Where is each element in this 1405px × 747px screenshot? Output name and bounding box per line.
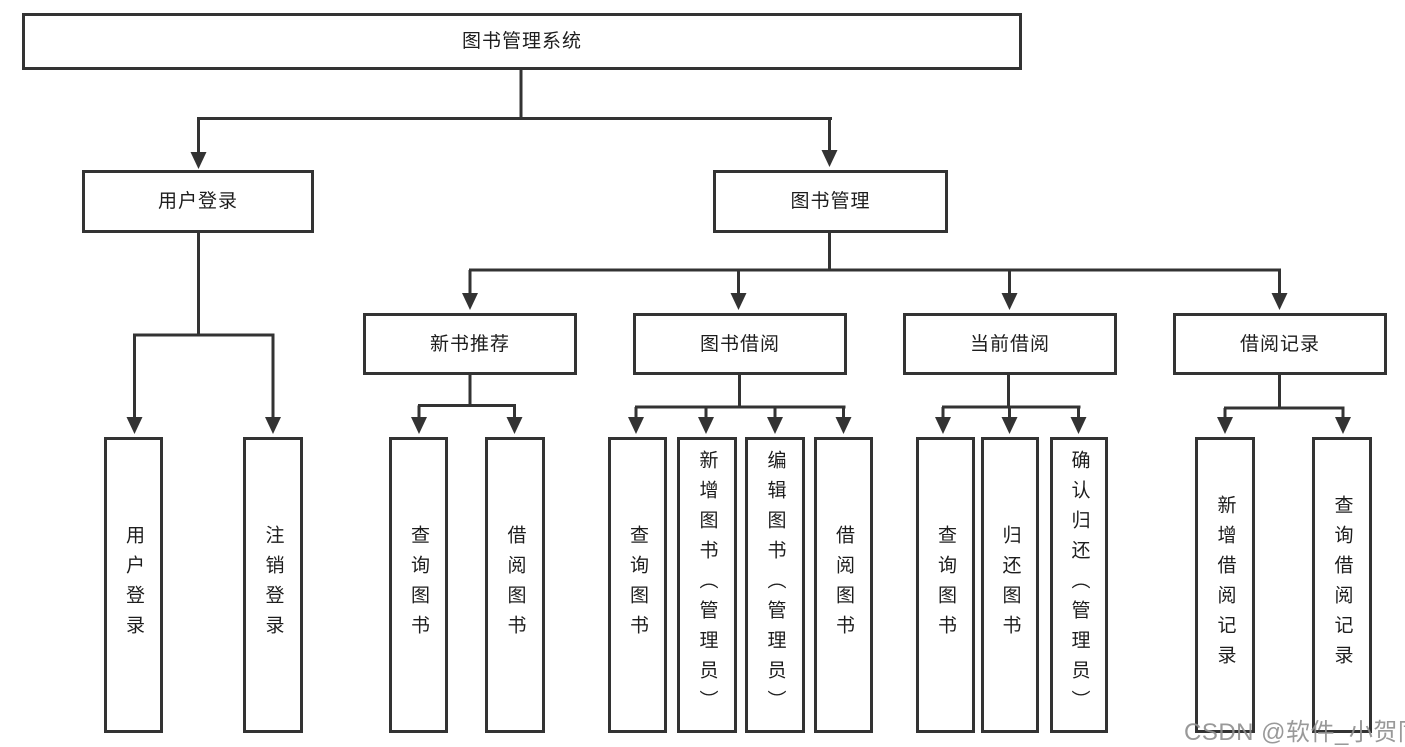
leaf-label: 查询图书 bbox=[627, 525, 648, 645]
leaf-add-borrow-record: 新增借阅记录 bbox=[1195, 437, 1255, 733]
node-book-management: 图书管理 bbox=[713, 170, 948, 233]
arrowhead-icons bbox=[126, 150, 1351, 434]
root-box-library-system: 图书管理系统 bbox=[22, 13, 1022, 70]
csdn-watermark: CSDN @软件_小贺同学 bbox=[1184, 719, 1405, 746]
leaf-label: 新增图书（管理员） bbox=[696, 450, 718, 720]
leaf-borrow-borrow-books: 借阅图书 bbox=[814, 437, 873, 733]
leaf-return-books: 归还图书 bbox=[981, 437, 1039, 733]
node-new-book-recommend: 新书推荐 bbox=[363, 313, 577, 375]
leaf-label: 归还图书 bbox=[999, 525, 1021, 645]
leaf-query-borrow-record: 查询借阅记录 bbox=[1312, 437, 1372, 733]
node-book-borrow: 图书借阅 bbox=[633, 313, 847, 375]
leaf-label: 用户登录 bbox=[123, 525, 144, 645]
leaf-newbook-query-books: 查询图书 bbox=[389, 437, 448, 733]
node-label: 用户登录 bbox=[157, 191, 238, 212]
leaf-edit-books-admin: 编辑图书（管理员） bbox=[745, 437, 805, 733]
leaf-label: 借阅图书 bbox=[833, 525, 854, 645]
node-user-login: 用户登录 bbox=[82, 170, 314, 233]
node-label: 图书借阅 bbox=[699, 333, 780, 355]
leaf-label: 新增借阅记录 bbox=[1214, 495, 1236, 675]
leaf-logout: 注销登录 bbox=[243, 437, 303, 733]
leaf-label: 查询图书 bbox=[935, 525, 956, 645]
node-label: 新书推荐 bbox=[429, 333, 510, 355]
leaf-label: 注销登录 bbox=[262, 525, 284, 645]
leaf-user-login: 用户登录 bbox=[104, 437, 163, 733]
node-current-borrow: 当前借阅 bbox=[903, 313, 1117, 375]
leaf-confirm-return-admin: 确认归还（管理员） bbox=[1050, 437, 1108, 733]
node-label: 当前借阅 bbox=[969, 333, 1050, 355]
node-label: 借阅记录 bbox=[1239, 333, 1320, 355]
node-borrow-records: 借阅记录 bbox=[1173, 313, 1387, 375]
leaf-label: 借阅图书 bbox=[504, 525, 526, 645]
leaf-newbook-borrow-books: 借阅图书 bbox=[485, 437, 545, 733]
leaf-current-query-books: 查询图书 bbox=[916, 437, 975, 733]
leaf-label: 查询借阅记录 bbox=[1331, 495, 1353, 675]
node-label: 图书管理 bbox=[790, 191, 871, 212]
leaf-label: 编辑图书（管理员） bbox=[764, 450, 786, 720]
leaf-add-books-admin: 新增图书（管理员） bbox=[677, 437, 737, 733]
leaf-borrow-query-books: 查询图书 bbox=[608, 437, 667, 733]
root-label: 图书管理系统 bbox=[461, 31, 582, 52]
leaf-label: 查询图书 bbox=[408, 525, 429, 645]
leaf-label: 确认归还（管理员） bbox=[1068, 450, 1090, 720]
